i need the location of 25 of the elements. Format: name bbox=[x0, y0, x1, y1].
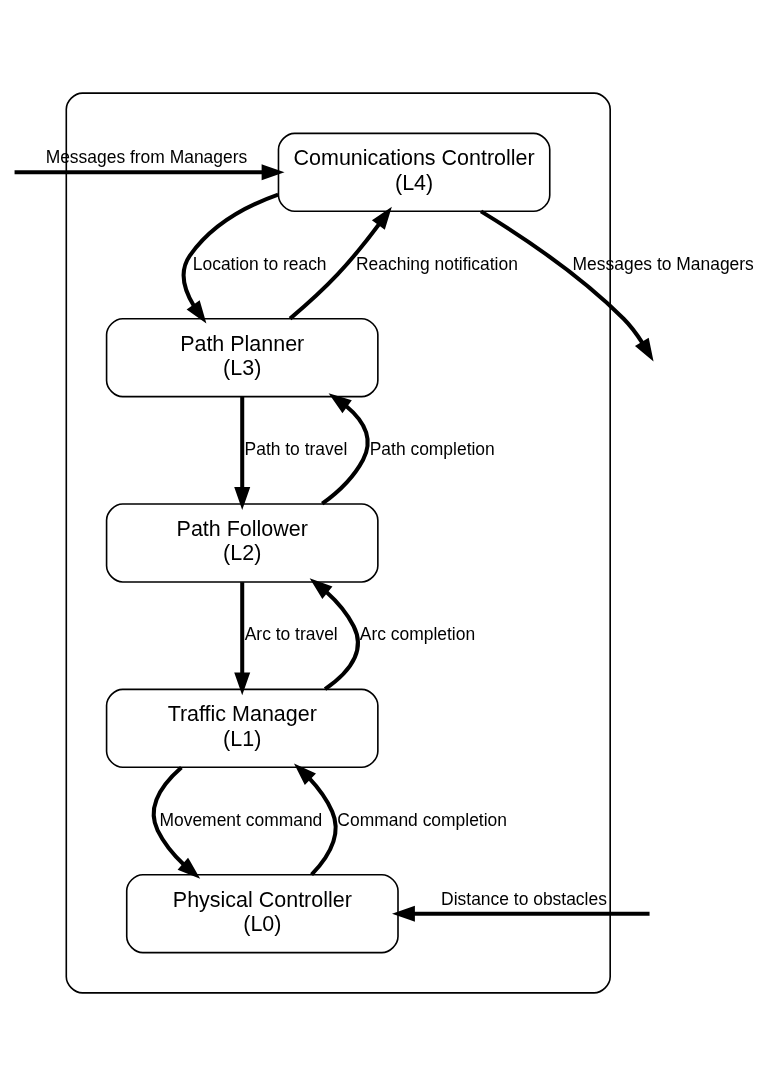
arrow bbox=[181, 192, 279, 324]
edge-label: Command completion bbox=[337, 809, 507, 830]
edge-label: Reaching notification bbox=[356, 253, 518, 274]
edge-label: Path completion bbox=[369, 438, 495, 459]
node-box: Path Planner (L3) bbox=[105, 317, 379, 398]
arrow bbox=[14, 164, 285, 181]
arrow bbox=[321, 393, 370, 506]
node-box: Traffic Manager (L1) bbox=[105, 688, 379, 769]
arrow bbox=[234, 582, 251, 696]
arrow bbox=[288, 206, 392, 321]
node-box: Path Follower (L2) bbox=[105, 503, 379, 583]
node-box: Physical Controller (L0) bbox=[125, 873, 399, 954]
edge-label: Movement command bbox=[159, 809, 323, 830]
edge-label: Arc to travel bbox=[244, 624, 338, 645]
arrow bbox=[479, 209, 654, 362]
arrow bbox=[234, 396, 251, 510]
arrow bbox=[392, 905, 650, 922]
edge-label: Path to travel bbox=[244, 438, 348, 459]
arrow bbox=[309, 578, 360, 691]
node-box: Comunications Controller (L4) bbox=[277, 132, 551, 213]
edge-label: Distance to obstacles bbox=[441, 888, 607, 909]
arrow bbox=[294, 763, 338, 877]
edge-label: Location to reach bbox=[192, 253, 327, 274]
arrow bbox=[151, 766, 201, 879]
edge-label: Arc completion bbox=[359, 624, 476, 645]
